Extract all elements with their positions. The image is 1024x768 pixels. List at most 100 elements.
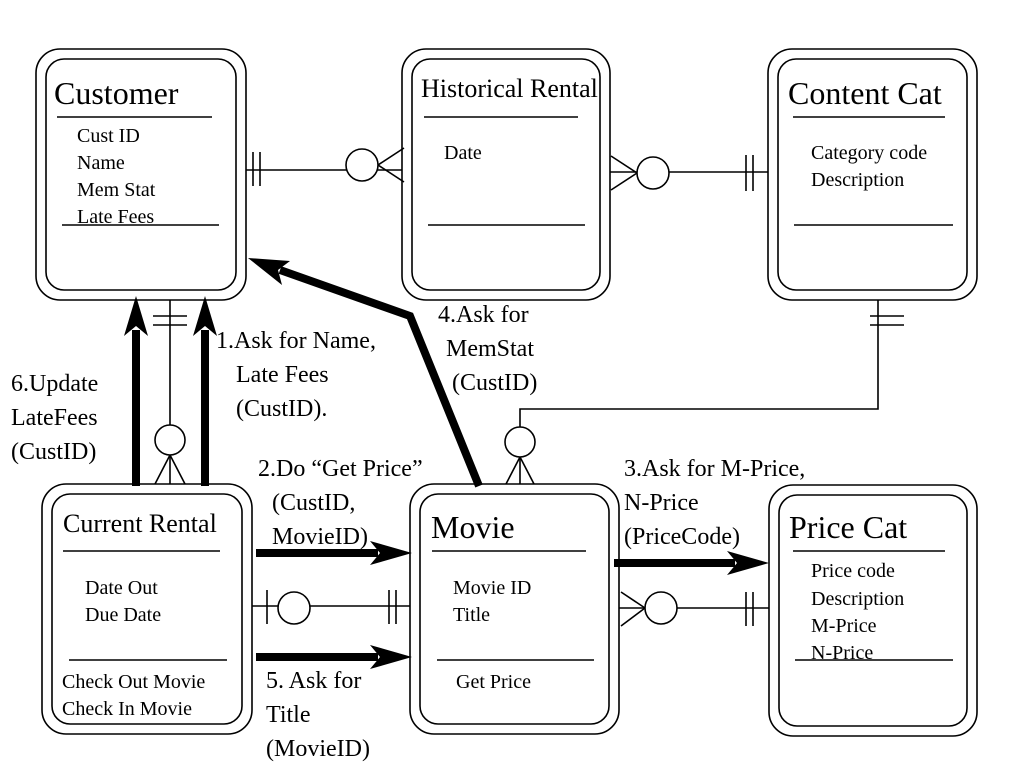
entity-current-rental[interactable]: Current Rental Date Out Due Date Check O… [41, 483, 253, 735]
message-label-line: MovieID) [272, 524, 368, 550]
content-cat-attr: Description [811, 169, 904, 191]
message-label-line: 2.Do “Get Price” [258, 456, 423, 482]
movie-attr: Title [453, 604, 490, 626]
current-rental-outer-border [41, 483, 253, 735]
relationship-customer-historical-rental [246, 147, 405, 186]
entity-customer[interactable]: Customer Cust ID Name Mem Stat Late Fees [35, 48, 247, 301]
arrow-shaft [278, 266, 483, 488]
price-cat-attr: Price code [811, 560, 895, 582]
current-rental-attr: Due Date [85, 604, 161, 626]
entity-content-cat[interactable]: Content Cat Category code Description [767, 48, 978, 301]
entity-movie[interactable]: Movie Movie ID Title Get Price [409, 483, 620, 735]
entity-price-cat[interactable]: Price Cat Price code Description M-Price… [768, 484, 978, 737]
message-label-1: 1.Ask for Name, Late Fees (CustID). [216, 328, 376, 422]
relationship-historical-rental-content-cat [610, 155, 768, 191]
crows-foot [519, 456, 535, 485]
relationships [153, 147, 904, 627]
crows-foot [610, 172, 638, 191]
arrow-head [370, 541, 412, 565]
customer-attr: Cust ID [77, 125, 140, 147]
current-rental-method: Check In Movie [62, 698, 192, 720]
historical-rental-outer-border [401, 48, 611, 301]
crows-foot [620, 607, 646, 627]
content-cat-title: Content Cat [788, 75, 942, 111]
movie-method: Get Price [456, 671, 531, 693]
optional-circle [345, 148, 379, 182]
message-label-line: LateFees [11, 405, 98, 431]
message-label-line: N-Price [624, 490, 699, 516]
message-arrow-3 [614, 551, 769, 575]
relationship-customer-current-rental [153, 300, 187, 485]
crows-foot [505, 456, 521, 485]
customer-outer-border [35, 48, 247, 301]
message-label-line: (CustID, [272, 490, 355, 516]
message-label-line: (PriceCode) [624, 524, 740, 550]
current-rental-title: Current Rental [63, 509, 217, 538]
historical-rental-inner-border [411, 58, 601, 291]
price-cat-attr: N-Price [811, 642, 873, 664]
arrow-head [248, 258, 290, 285]
message-label-line: (CustID) [11, 439, 96, 465]
message-arrow-2 [256, 541, 412, 565]
optional-circle [154, 424, 186, 456]
historical-rental-attr: Date [444, 142, 482, 164]
optional-circle [644, 591, 678, 625]
content-cat-attr: Category code [811, 142, 927, 164]
message-label-line: (CustID). [236, 396, 327, 422]
message-label-line: 4.Ask for [438, 302, 529, 328]
arrow-head [193, 296, 217, 336]
relationship-content-cat-movie [504, 300, 904, 485]
optional-circle [277, 591, 311, 625]
message-label-4: 4.Ask for MemStat (CustID) [438, 302, 537, 396]
message-label-line: 3.Ask for M-Price, [624, 456, 805, 482]
crows-foot [377, 147, 405, 166]
current-rental-method: Check Out Movie [62, 671, 205, 693]
movie-title: Movie [431, 509, 515, 545]
message-label-line: (CustID) [452, 370, 537, 396]
customer-attr: Late Fees [77, 206, 154, 228]
price-cat-attr: Description [811, 588, 904, 610]
movie-outer-border [409, 483, 620, 735]
arrow-head [727, 551, 769, 575]
message-label-5: 5. Ask for Title (MovieID) [266, 668, 370, 762]
price-cat-inner-border [778, 494, 968, 727]
arrow-head [370, 645, 412, 669]
message-labels: 1.Ask for Name, Late Fees (CustID). 2.Do… [11, 302, 805, 762]
message-arrow-6 [124, 296, 148, 486]
message-label-2: 2.Do “Get Price” (CustID, MovieID) [258, 456, 423, 550]
message-label-line: 1.Ask for Name, [216, 328, 376, 354]
entity-historical-rental[interactable]: Historical Rental Date [401, 48, 611, 301]
crows-foot [610, 155, 638, 174]
current-rental-attr: Date Out [85, 577, 158, 599]
arrow-head [124, 296, 148, 336]
content-cat-inner-border [777, 58, 968, 291]
message-label-3: 3.Ask for M-Price, N-Price (PriceCode) [624, 456, 805, 550]
message-label-line: 6.Update [11, 371, 98, 397]
message-arrow-4 [248, 258, 483, 488]
price-cat-attr: M-Price [811, 615, 877, 637]
message-label-line: 5. Ask for [266, 668, 361, 694]
crows-foot [377, 164, 405, 183]
message-label-line: (MovieID) [266, 736, 370, 762]
customer-inner-border [45, 58, 237, 291]
current-rental-inner-border [51, 493, 243, 725]
relationship-current-rental-movie [252, 590, 410, 625]
customer-title: Customer [54, 75, 179, 111]
crows-foot [169, 454, 186, 485]
optional-circle [504, 426, 536, 458]
price-cat-title: Price Cat [789, 509, 907, 545]
crows-foot [620, 591, 646, 609]
movie-attr: Movie ID [453, 577, 531, 599]
message-arrow-1 [193, 296, 217, 486]
content-cat-outer-border [767, 48, 978, 301]
message-arrows [124, 258, 769, 669]
customer-attr: Name [77, 152, 125, 174]
relationship-movie-price-cat [619, 591, 769, 627]
message-arrow-5 [256, 645, 412, 669]
crows-foot [154, 454, 171, 485]
message-label-line: Late Fees [236, 362, 329, 388]
price-cat-outer-border [768, 484, 978, 737]
movie-inner-border [419, 493, 610, 725]
historical-rental-title: Historical Rental [421, 74, 598, 103]
